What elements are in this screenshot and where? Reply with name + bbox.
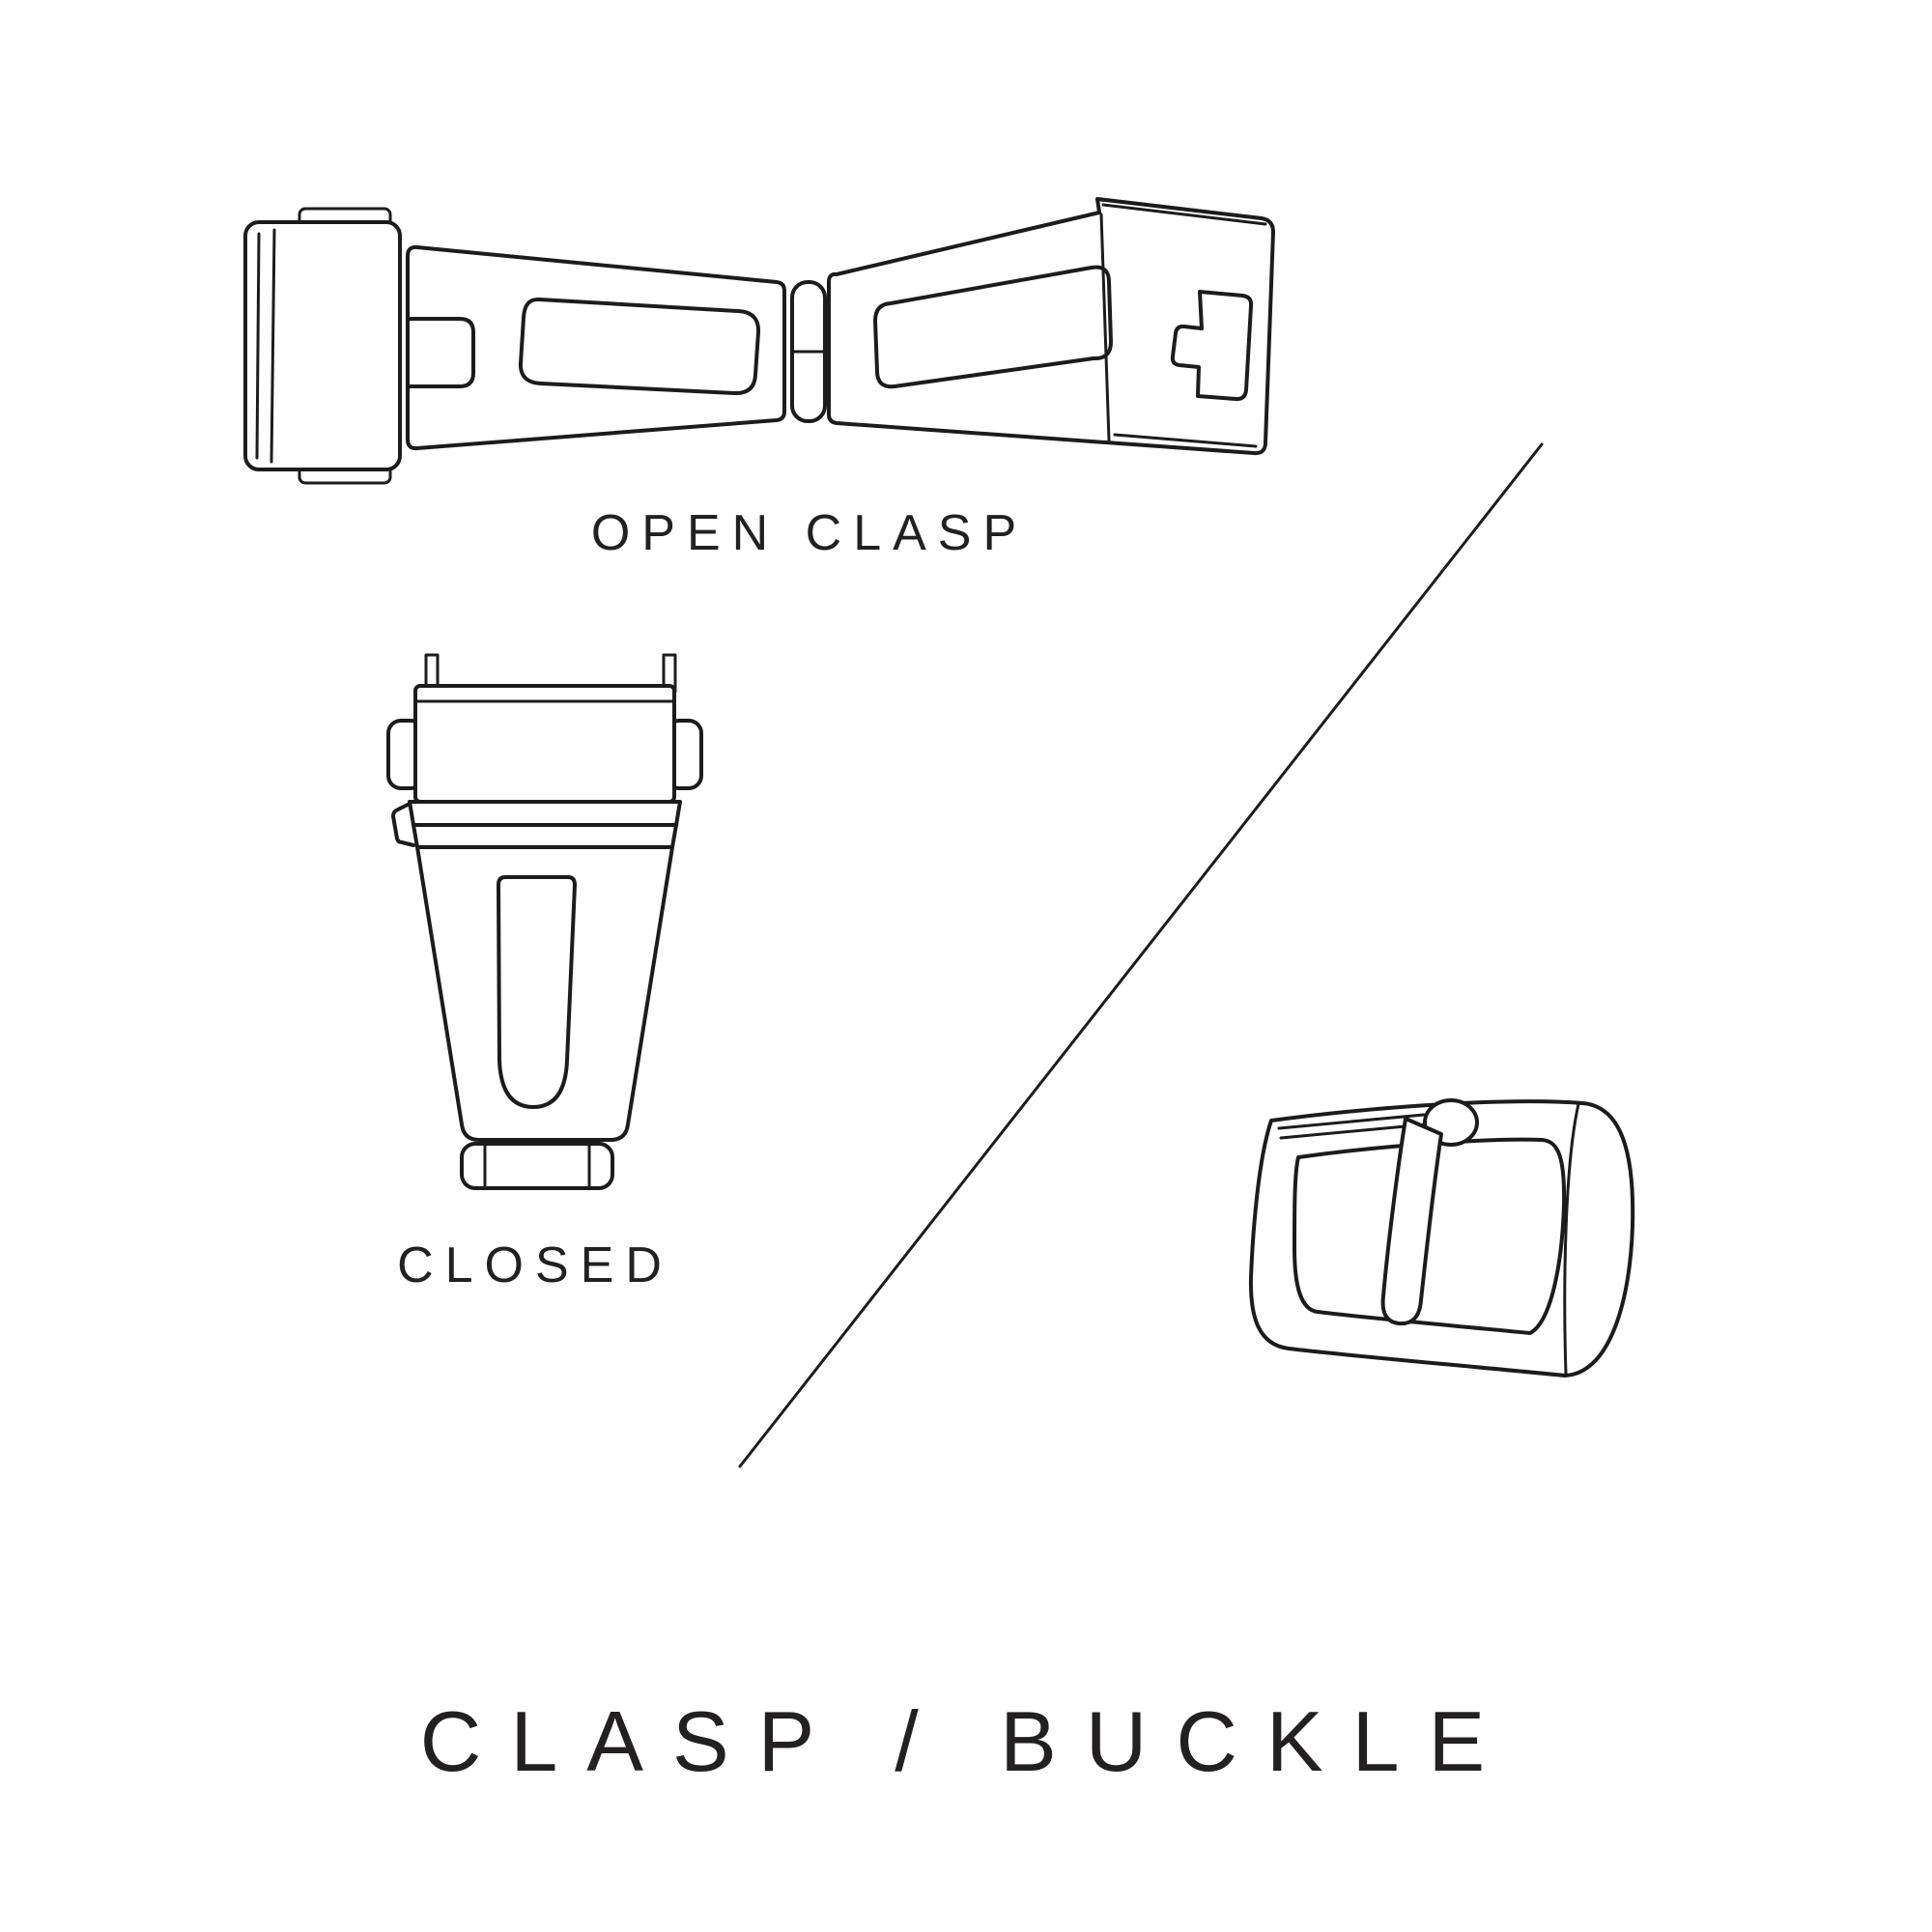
open-clasp-right-arm-top-lip	[1101, 203, 1267, 226]
open-clasp-left-link-edge-line	[255, 232, 261, 460]
buckle-illustration	[1248, 1098, 1635, 1378]
open-clasp-left-link-fold-line	[270, 228, 276, 464]
open-clasp-label: OPEN CLASP	[590, 505, 1029, 561]
page-title: CLASP / BUCKLE	[419, 1693, 1515, 1789]
closed-clasp-body	[415, 845, 674, 1142]
buckle-frame	[1248, 1099, 1635, 1378]
open-clasp-right-arm-inner-outline	[873, 265, 1113, 389]
open-clasp-right-arm-fold-line	[1099, 213, 1111, 442]
open-clasp-left-arm-notch	[407, 317, 475, 388]
buckle-pin-top-line	[1277, 1113, 1426, 1130]
open-clasp-left-arm	[406, 244, 786, 451]
buckle-tang	[1380, 1117, 1443, 1326]
open-clasp-latch-detail	[1170, 290, 1254, 402]
open-clasp-right-arm	[827, 197, 1275, 456]
closed-clasp-band-1	[408, 800, 682, 827]
buckle-inner-opening	[1293, 1137, 1567, 1335]
buckle-right-bar-contour	[1563, 1102, 1580, 1376]
closed-clasp-top-cover	[413, 684, 676, 804]
closed-clasp-body-inner-outline	[497, 875, 577, 1109]
closed-clasp-left-band-tab	[391, 802, 415, 847]
open-clasp-right-arm-bottom-lip	[1113, 433, 1258, 448]
divider-line	[738, 442, 1544, 1468]
closed-clasp-end-bar	[460, 1142, 614, 1190]
closed-label: CLOSED	[397, 1237, 673, 1293]
open-clasp-illustration	[243, 197, 1275, 485]
closed-clasp-illustration	[386, 653, 703, 1190]
closed-clasp-band-2	[412, 823, 678, 849]
buckle-pin-bottom-line	[1279, 1122, 1428, 1140]
open-clasp-left-link	[243, 220, 402, 471]
open-clasp-left-arm-inner-outline	[518, 297, 761, 396]
